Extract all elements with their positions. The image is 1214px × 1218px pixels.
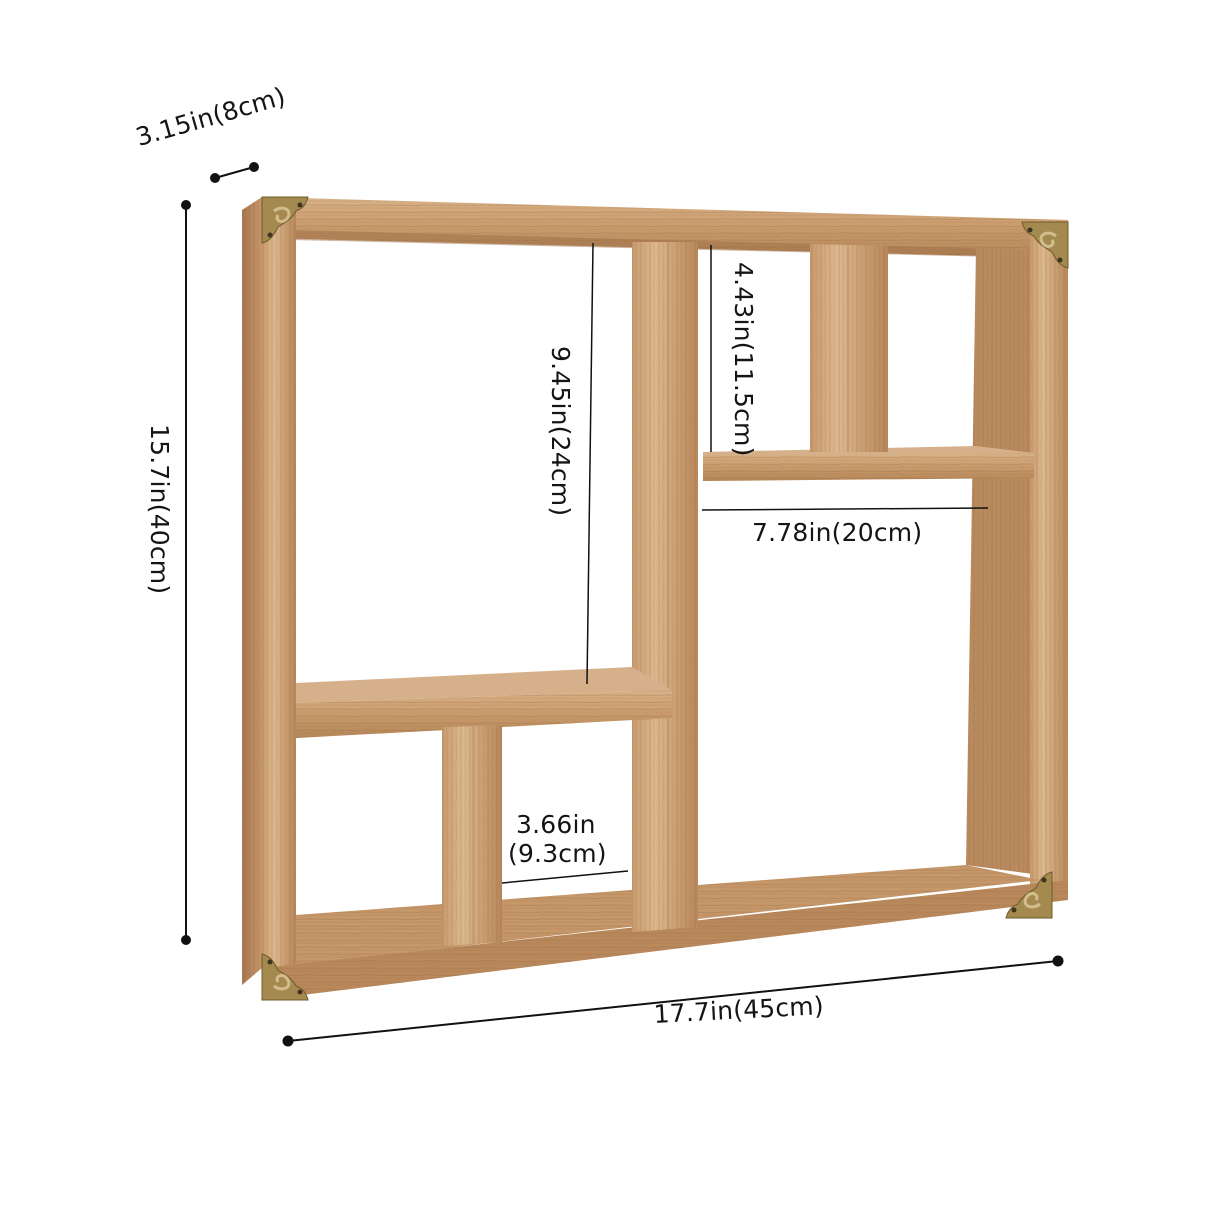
right-shelf-width-label: 7.78in(20cm) xyxy=(752,518,923,547)
bottom-compartment-width-line xyxy=(501,870,629,884)
overall-height-label: 15.7in(40cm) xyxy=(145,424,174,595)
frame-left-side-face xyxy=(242,197,262,985)
lower-left-divider xyxy=(442,725,502,946)
frame-left-rail xyxy=(262,197,296,968)
right-compartment-height-label: 4.43in(11.5cm) xyxy=(729,262,758,457)
left-shelf xyxy=(296,667,672,738)
right-shelf-width-line xyxy=(701,507,989,511)
bottom-compartment-width-label-line1: 3.66in xyxy=(516,810,596,839)
height-dimension-line xyxy=(181,200,191,945)
left-compartment-height-label: 9.45in(24cm) xyxy=(546,346,575,517)
upper-right-divider xyxy=(810,244,888,452)
bottom-compartment-width-label-line2: (9.3cm) xyxy=(508,839,607,868)
depth-dimension-line xyxy=(210,162,259,183)
left-compartment-height-line xyxy=(586,242,594,685)
width-dimension-line xyxy=(282,955,1064,1047)
center-divider xyxy=(632,242,698,932)
right-shelf xyxy=(703,446,1034,481)
frame-right-rail xyxy=(966,222,1068,888)
